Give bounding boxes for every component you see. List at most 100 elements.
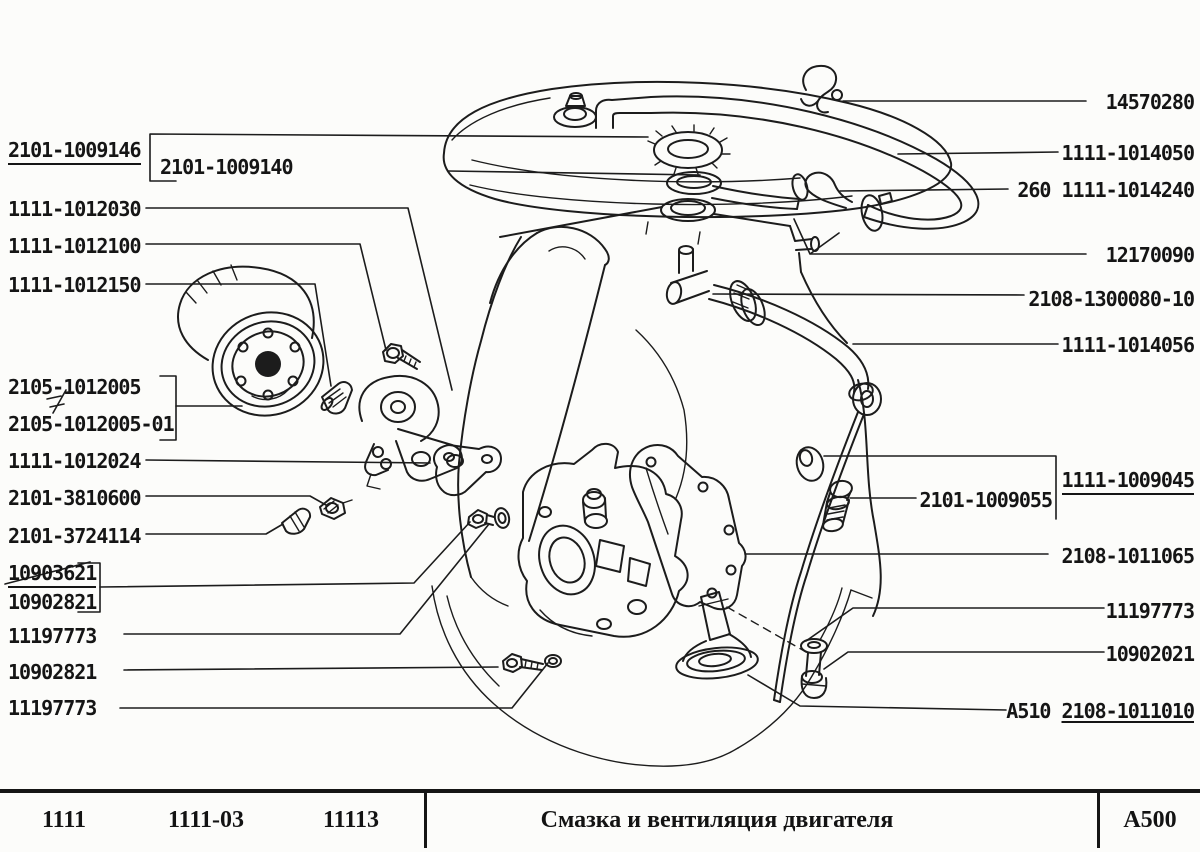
model-code-3: 11113 [322,807,380,833]
part-label: 2108-1300080-10 [1028,287,1195,311]
inlet-pipe-stub [665,245,710,305]
cylinder-block [457,198,882,617]
pump-gasket [433,444,502,497]
part-label: 2101-3724114 [8,525,141,547]
part-number: 1111-1012150 [8,273,141,297]
part-label: 10902821 [8,590,97,614]
title-block-divider [1097,793,1100,848]
part-number: 2105-1012005 [8,375,141,399]
part-label: 2101-1009146 [8,138,141,165]
part-number: 2101-3810600 [8,486,141,510]
drain-washer [800,638,828,654]
bolt-upper [467,509,495,529]
part-number: 14570280 [1105,90,1195,114]
part-label: 1111-1012150 [8,274,141,296]
oil-plug-taper [281,507,312,535]
part-number: 10902821 [8,660,97,684]
alternative-mark [46,389,67,414]
part-number: 1111-1012024 [8,449,141,473]
callout-box-1009140 [149,133,649,182]
hex-bolt [382,343,421,370]
part-label: А510 2108-1011010 [1006,699,1195,723]
part-number: 2105-1012005-01 [8,412,175,436]
part-number: 2108-1300080-10 [1028,287,1195,311]
part-number: 2101-1009140 [160,155,293,179]
oil-filler-cap [647,124,731,175]
part-label: 260 1111-1014240 [1017,178,1195,202]
part-label: 11197773 [8,696,97,720]
bolt-lower [502,653,544,673]
washer-upper [493,507,511,529]
front-cover-gasket [629,444,747,611]
leader-lines [4,100,1105,711]
part-number: 2101-1009055 [919,488,1053,512]
callout-bracket-filter [159,375,177,441]
strikethrough-line [4,561,91,585]
part-label: 10903621 [8,561,97,588]
part-number: 10903621 [8,561,97,588]
vent-hose-small [711,185,800,210]
part-number: 2108-1011065 [1061,544,1195,568]
oil-pickup [675,591,807,680]
bent-pipe [708,280,874,402]
part-label: 1111-1012030 [8,198,141,220]
part-number: 2101-3724114 [8,524,141,548]
part-number: 10902821 [8,590,97,614]
part-number: 1111-1012030 [8,197,141,221]
part-number: 1111-1012100 [8,234,141,258]
part-label: 10902821 [8,660,97,684]
part-number: 1111-1014050 [1061,141,1195,165]
part-label: 2101-1009055 [920,489,1053,511]
part-label: 1111-1014050 [1062,142,1195,164]
part-label: 11197773 [1105,599,1195,623]
title-block [0,789,1200,852]
part-label: 14570280 [1105,90,1195,114]
oil-plug-hex [319,497,353,520]
filter-fitting [320,381,353,415]
part-label: 1111-1012024 [8,450,141,472]
part-label: 2105-1012005-01 [8,412,175,436]
washer-lower [544,654,562,668]
part-number: 2108-1011010 [1061,699,1195,723]
filler-cap-gasket [666,171,722,195]
part-number: 11197773 [8,696,97,720]
valve-cover [442,80,953,219]
vent-hose-main [595,95,980,230]
part-label: 2101-3810600 [8,487,141,509]
model-code-1: 1111 [41,807,87,833]
oil-pump [358,374,463,490]
callout-bracket-dipstick [823,455,1057,520]
part-number: 11197773 [1105,599,1195,623]
title-block-divider [424,793,427,848]
part-label: 11197773 [8,624,97,648]
assembly-code: А510 [1006,699,1062,723]
part-number: 2101-1009146 [8,138,141,165]
front-cover [517,442,689,638]
part-label: 2101-1009140 [160,156,293,178]
model-code-2: 1111-03 [167,807,245,833]
part-number: 11197773 [8,624,97,648]
part-label: 1111-1009045 [1061,468,1195,495]
part-number: 12170090 [1105,243,1195,267]
oil-filter [177,264,325,417]
part-number: 1111-1014056 [1061,333,1195,357]
part-number: 260 1111-1014240 [1017,178,1195,202]
breather-elbow-fitting [791,171,853,209]
part-label: 12170090 [1105,243,1195,267]
oil-pressure-sensor [822,479,853,533]
sheet-code: А500 [1123,807,1177,833]
part-label: 2105-1012005 [8,376,141,398]
cover-stud [553,92,597,128]
part-label: 1111-1012100 [8,235,141,257]
part-label: 1111-1014056 [1062,334,1195,356]
part-label: 2108-1011065 [1062,545,1195,567]
breather-bracket [800,64,843,114]
part-number: 10902021 [1105,642,1195,666]
drain-plug [800,651,828,699]
hose-clamp [860,192,893,232]
dipstick [773,382,882,703]
part-number: 1111-1009045 [1061,468,1195,495]
part-label: 10902021 [1105,642,1195,666]
